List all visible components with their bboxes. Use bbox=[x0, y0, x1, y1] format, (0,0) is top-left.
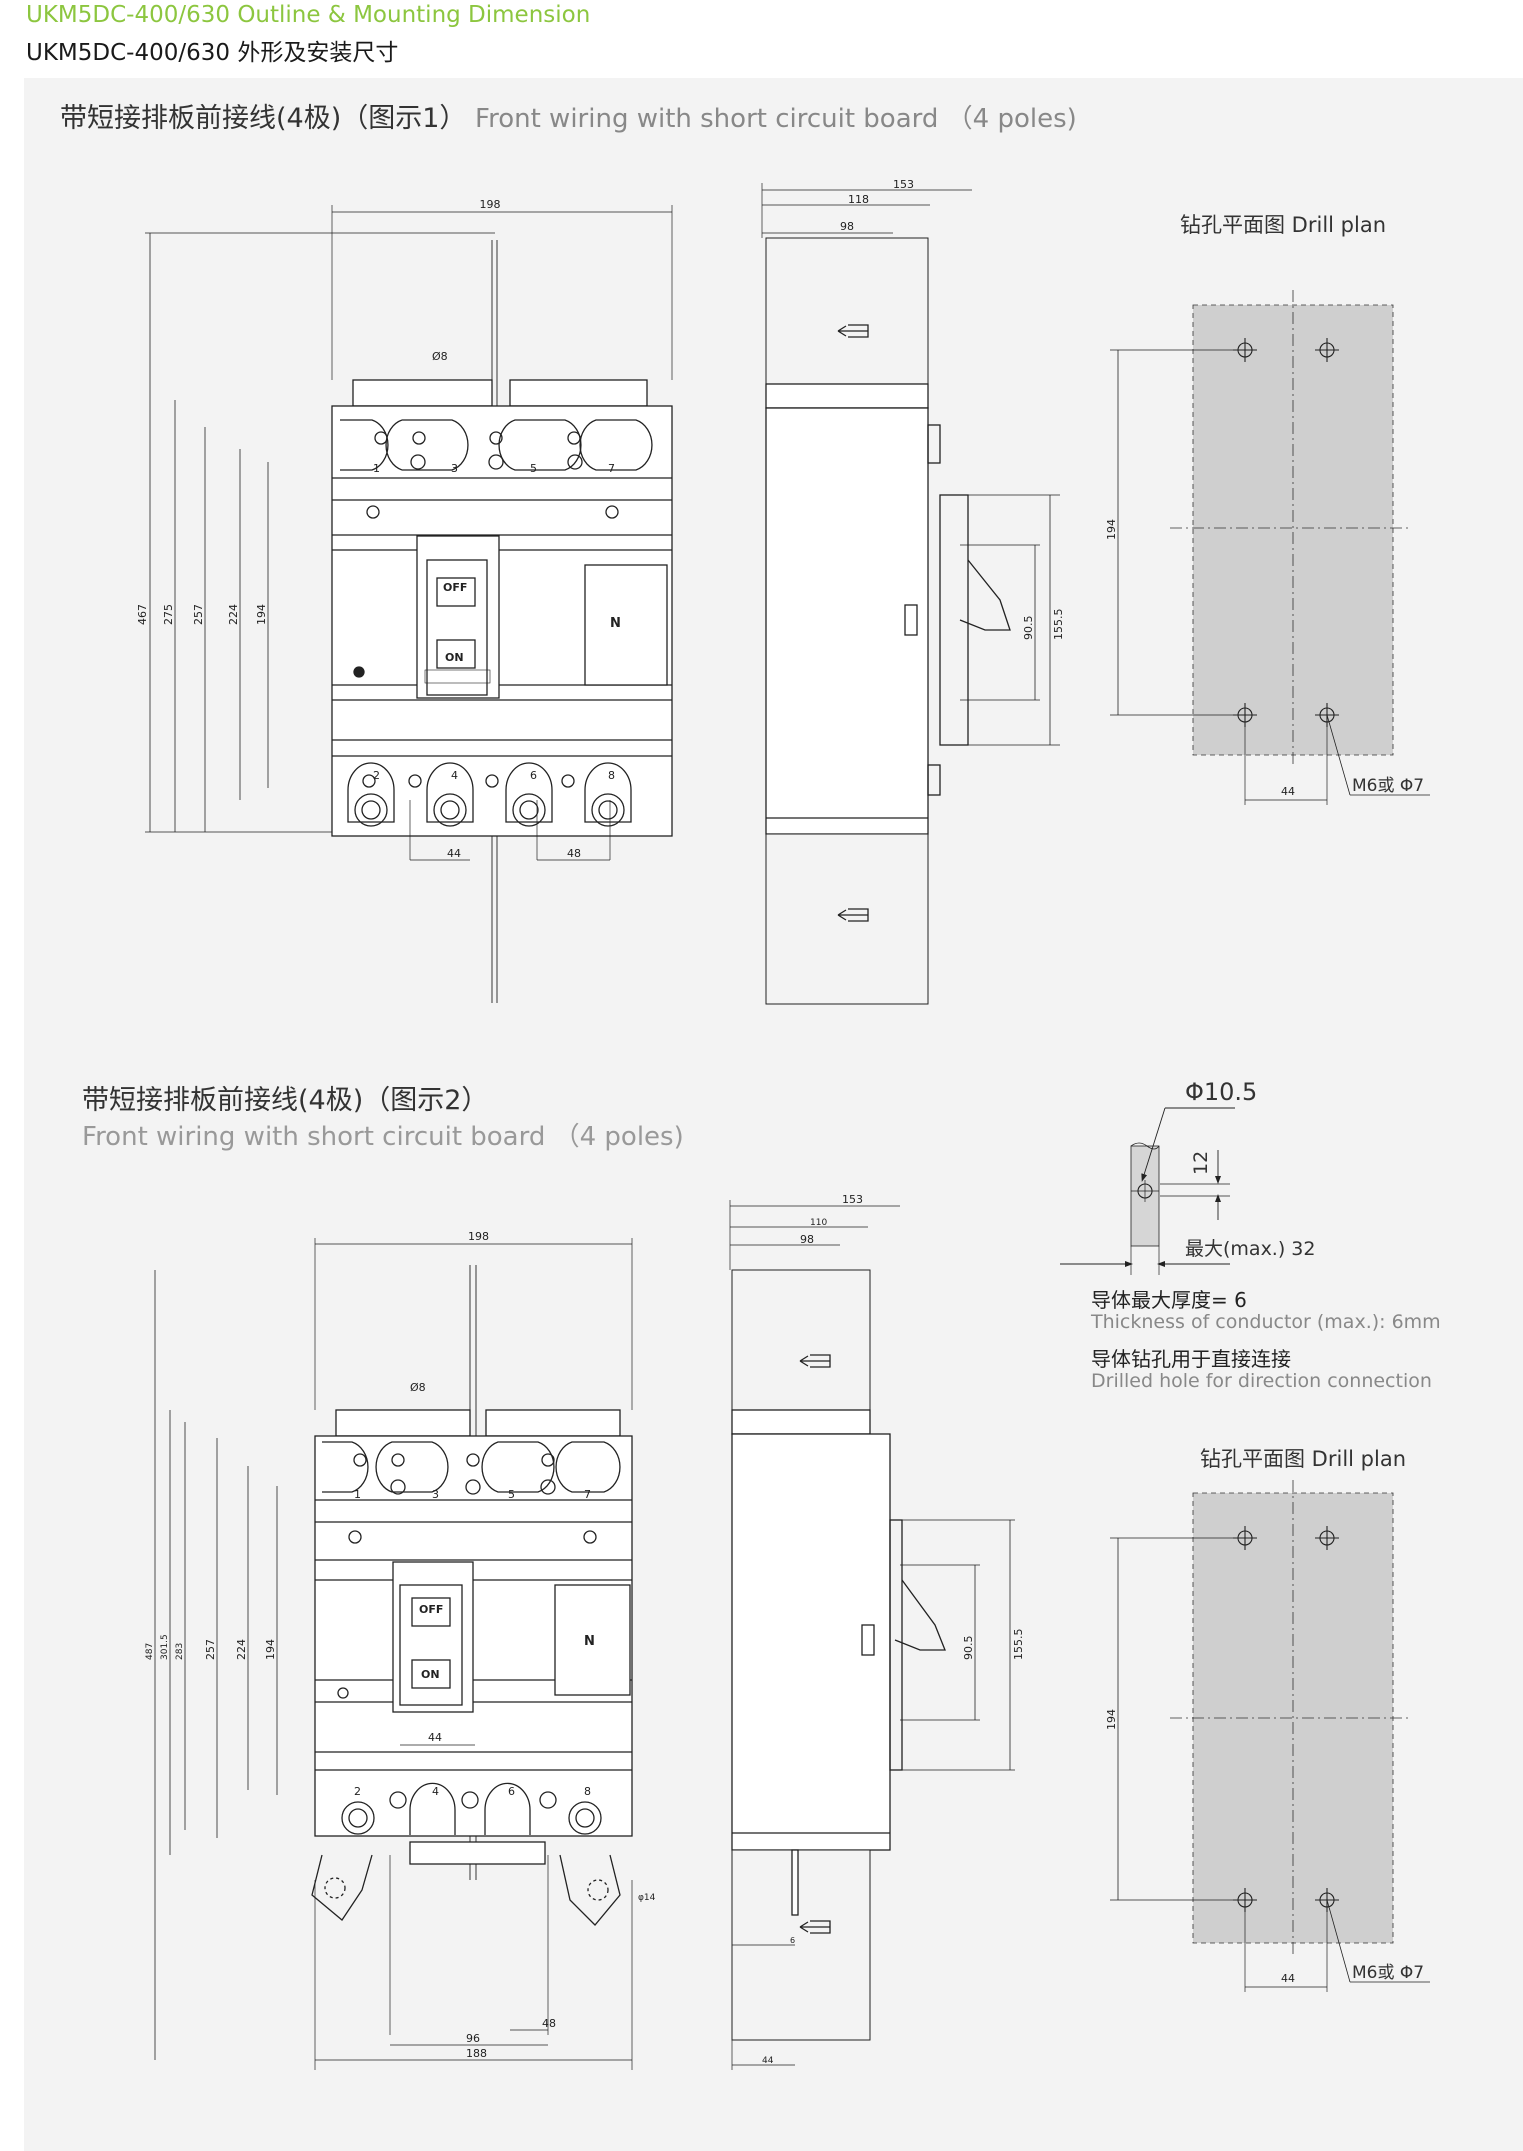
fig2-side-110: 110 bbox=[810, 1218, 827, 1228]
fig1-side-90-5: 90.5 bbox=[1022, 616, 1035, 641]
conductor-hole: Φ10.5 bbox=[1185, 1078, 1257, 1106]
fig2-on-label: ON bbox=[421, 1668, 440, 1681]
drilled-en: Drilled hole for direction connection bbox=[1091, 1370, 1432, 1392]
fig2-pole-1: 1 bbox=[354, 1488, 361, 1501]
fig1-drill-plan: 钻孔平面图 Drill plan 194 44 M6或 Φ7 bbox=[1105, 213, 1430, 805]
fig2-side-view bbox=[729, 1200, 1015, 2070]
fig2-side-44: 44 bbox=[762, 2056, 774, 2066]
fig2-height-257: 257 bbox=[204, 1639, 217, 1660]
fig1-pole-8: 8 bbox=[608, 769, 615, 782]
fig1-pole-2: 2 bbox=[373, 769, 380, 782]
fig2-side-153: 153 bbox=[842, 1193, 863, 1206]
fig1-drill-44: 44 bbox=[1281, 785, 1295, 798]
fig2-neutral-label: N bbox=[584, 1634, 595, 1649]
fig1-pole-1: 1 bbox=[373, 462, 380, 475]
fig2-pole-2: 2 bbox=[354, 1785, 361, 1798]
fig2-height-194: 194 bbox=[264, 1639, 277, 1660]
figure2-title-en: Front wiring with short circuit board （4… bbox=[82, 1122, 684, 1152]
fig1-side-labels: 153 118 98 90.5 155.5 bbox=[840, 178, 1065, 640]
fig1-spacing-44: 44 bbox=[447, 847, 461, 860]
fig2-drill-title: 钻孔平面图 Drill plan bbox=[1200, 1447, 1406, 1471]
fig1-height-224: 224 bbox=[227, 604, 240, 625]
fig1-height-467: 467 bbox=[136, 604, 149, 625]
fig2-height-224: 224 bbox=[235, 1639, 248, 1660]
figure1-title: 带短接排板前接线(4极)（图示1） Front wiring with shor… bbox=[60, 96, 1077, 135]
fig1-height-257: 257 bbox=[192, 604, 205, 625]
header-title-en: UKM5DC-400/630 Outline & Mounting Dimens… bbox=[26, 2, 591, 28]
fig2-bottom-48: 48 bbox=[542, 2017, 556, 2030]
fig2-pole-5: 5 bbox=[508, 1488, 515, 1501]
fig1-pole-4: 4 bbox=[451, 769, 458, 782]
fig1-side-155-5: 155.5 bbox=[1052, 609, 1065, 641]
fig2-hole-note: φ14 bbox=[638, 1893, 656, 1903]
fig1-height-194: 194 bbox=[255, 604, 268, 625]
fig2-pole-8: 8 bbox=[584, 1785, 591, 1798]
fig2-height-283: 283 bbox=[175, 1643, 185, 1660]
fig1-side-98: 98 bbox=[840, 220, 854, 233]
fig1-height-275: 275 bbox=[162, 604, 175, 625]
fig1-pole-3: 3 bbox=[451, 462, 458, 475]
fig1-hole-d8: Ø8 bbox=[432, 350, 448, 363]
fig2-spacing-44: 44 bbox=[428, 1731, 442, 1744]
fig2-side-155-5: 155.5 bbox=[1012, 1629, 1025, 1661]
fig2-hole-d8: Ø8 bbox=[410, 1381, 426, 1394]
figure1-title-en: Front wiring with short circuit board （4… bbox=[475, 104, 1077, 134]
fig1-side-153: 153 bbox=[893, 178, 914, 191]
conductor-detail bbox=[1060, 1107, 1235, 1275]
fig2-side-98: 98 bbox=[800, 1233, 814, 1246]
fig2-pole-6: 6 bbox=[508, 1785, 515, 1798]
fig1-neutral-label: N bbox=[610, 616, 621, 631]
fig1-spacing-48: 48 bbox=[567, 847, 581, 860]
fig2-bottom-188: 188 bbox=[466, 2047, 487, 2060]
fig1-off-label: OFF bbox=[443, 581, 467, 594]
thickness-en: Thickness of conductor (max.): 6mm bbox=[1091, 1311, 1441, 1333]
fig2-drill-hole: M6或 Φ7 bbox=[1352, 1963, 1424, 1983]
fig2-side-labels: 153 110 98 90.5 155.5 6 44 bbox=[762, 1193, 1025, 2066]
fig1-side-view bbox=[761, 183, 1060, 1005]
drilled-cn: 导体钻孔用于直接连接 bbox=[1091, 1347, 1291, 1371]
fig2-side-90-5: 90.5 bbox=[962, 1636, 975, 1661]
fig1-width-198: 198 bbox=[480, 198, 501, 211]
fig2-pole-4: 4 bbox=[432, 1785, 439, 1798]
fig1-front-labels: 198 Ø8 467 275 257 224 194 44 48 1 3 5 7… bbox=[136, 198, 621, 860]
fig2-off-label: OFF bbox=[419, 1603, 443, 1616]
fig2-height-301-5: 301.5 bbox=[160, 1634, 170, 1660]
figure2-title-cn: 带短接排板前接线(4极)（图示2） bbox=[82, 1085, 489, 1116]
fig2-pole-3: 3 bbox=[432, 1488, 439, 1501]
fig2-bottom-96: 96 bbox=[466, 2032, 480, 2045]
fig1-front-view bbox=[145, 205, 673, 1003]
fig1-pole-7: 7 bbox=[608, 462, 615, 475]
fig2-front-labels: 198 Ø8 487 301.5 283 257 224 194 44 48 9… bbox=[145, 1230, 656, 2060]
thickness-cn: 导体最大厚度= 6 bbox=[1091, 1288, 1247, 1312]
fig2-drill-plan: 钻孔平面图 Drill plan 194 44 M6或 Φ7 bbox=[1105, 1447, 1430, 1992]
fig2-height-487: 487 bbox=[145, 1643, 155, 1660]
fig2-width-198: 198 bbox=[468, 1230, 489, 1243]
fig1-drill-hole: M6或 Φ7 bbox=[1352, 776, 1424, 796]
fig1-pole-5: 5 bbox=[530, 462, 537, 475]
fig2-drill-194: 194 bbox=[1105, 1709, 1118, 1730]
fig1-on-label: ON bbox=[445, 651, 464, 664]
fig1-drill-194: 194 bbox=[1105, 519, 1118, 540]
fig2-pole-7: 7 bbox=[584, 1488, 591, 1501]
fig1-side-118: 118 bbox=[848, 193, 869, 206]
fig1-drill-title: 钻孔平面图 Drill plan bbox=[1180, 213, 1386, 237]
fig2-side-6: 6 bbox=[790, 1936, 795, 1945]
header-title-cn: UKM5DC-400/630 外形及安装尺寸 bbox=[26, 40, 399, 66]
fig2-front-view bbox=[154, 1238, 633, 2070]
figure1-title-cn: 带短接排板前接线(4极)（图示1） bbox=[60, 103, 467, 134]
conductor-dim-12: 12 bbox=[1190, 1151, 1212, 1175]
fig2-drill-44: 44 bbox=[1281, 1972, 1295, 1985]
fig1-pole-6: 6 bbox=[530, 769, 537, 782]
conductor-max-32: 最大(max.) 32 bbox=[1185, 1238, 1315, 1260]
